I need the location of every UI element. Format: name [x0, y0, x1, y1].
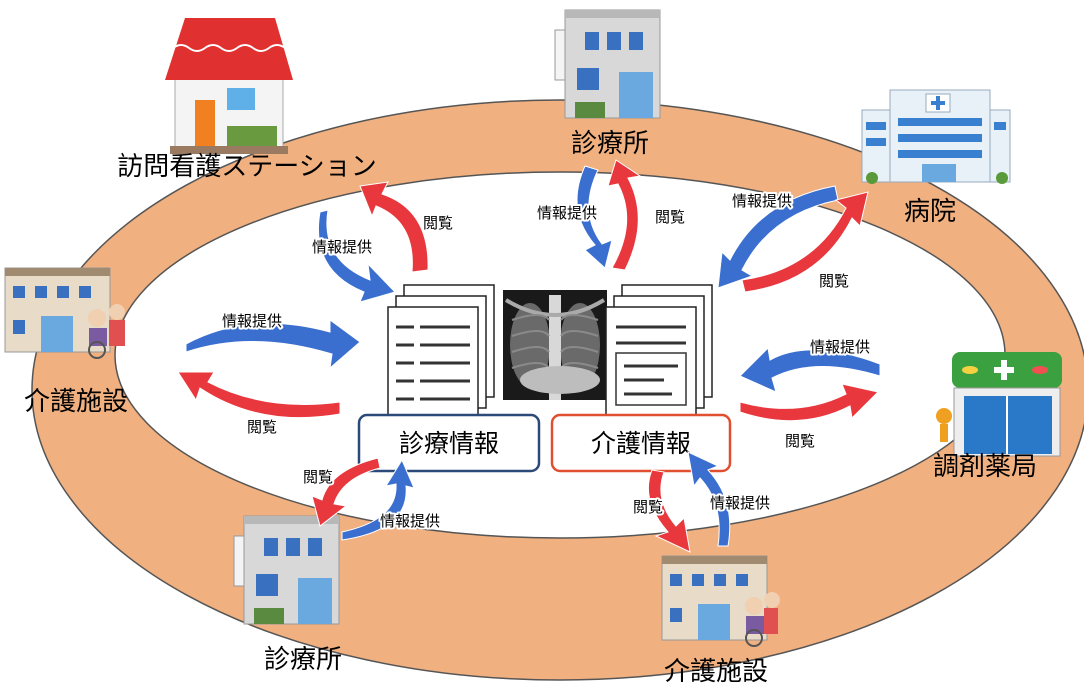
care-bottom-label: 介護施設 [664, 657, 768, 686]
provide-label: 情報提供 [380, 512, 440, 530]
provide-label: 情報提供 [810, 338, 870, 356]
view-label: 閲覧 [655, 208, 685, 226]
care-left-label: 介護施設 [24, 387, 128, 417]
view-arrow [739, 383, 879, 422]
view-label: 閲覧 [247, 418, 277, 436]
provide-label: 情報提供 [710, 494, 770, 512]
view-arrow [177, 371, 341, 419]
view-arrow [741, 191, 869, 293]
view-arrow [607, 159, 642, 271]
view-label: 閲覧 [423, 214, 453, 232]
house-icon [165, 18, 293, 154]
hospital-icon [861, 89, 1011, 184]
provide-arrow [717, 185, 839, 289]
care-info-box: 介護情報 [550, 413, 732, 473]
view-arrow [311, 457, 381, 527]
document-icon [387, 284, 495, 420]
view-label: 閲覧 [819, 272, 849, 290]
provide-label: 情報提供 [537, 204, 597, 222]
provide-arrow [185, 319, 361, 370]
view-label: 閲覧 [303, 468, 333, 486]
view-arrow [647, 469, 691, 553]
view-arrow [359, 181, 429, 273]
hospital-label: 病院 [904, 197, 956, 227]
clinic-building-icon [233, 515, 340, 625]
medical-info-box: 診療情報 [357, 413, 541, 473]
visiting-nurse-label: 訪問看護ステーション [117, 152, 376, 182]
pharmacy-icon [936, 352, 1062, 457]
provide-label: 情報提供 [312, 238, 372, 256]
medical-info-label: 診療情報 [399, 429, 499, 458]
clinic-bottom-label: 診療所 [264, 645, 342, 675]
provide-arrow [576, 165, 613, 269]
pharmacy-label: 調剤薬局 [933, 452, 1037, 482]
document-icon [605, 284, 713, 420]
clinic-top-label: 診療所 [571, 129, 649, 159]
clinic-building-icon [554, 9, 661, 119]
view-label: 閲覧 [633, 498, 663, 516]
provide-arrow [341, 458, 415, 541]
provide-arrow [739, 346, 881, 393]
care-facility-icon [4, 267, 125, 359]
xray-icon [503, 290, 607, 400]
provide-arrow [317, 209, 396, 303]
provide-label: 情報提供 [222, 312, 282, 330]
care-facility-icon [661, 555, 780, 647]
view-label: 閲覧 [785, 432, 815, 450]
care-info-label: 介護情報 [591, 429, 691, 458]
arrows [177, 159, 881, 553]
provide-label: 情報提供 [732, 192, 792, 210]
provide-arrow [687, 451, 731, 547]
